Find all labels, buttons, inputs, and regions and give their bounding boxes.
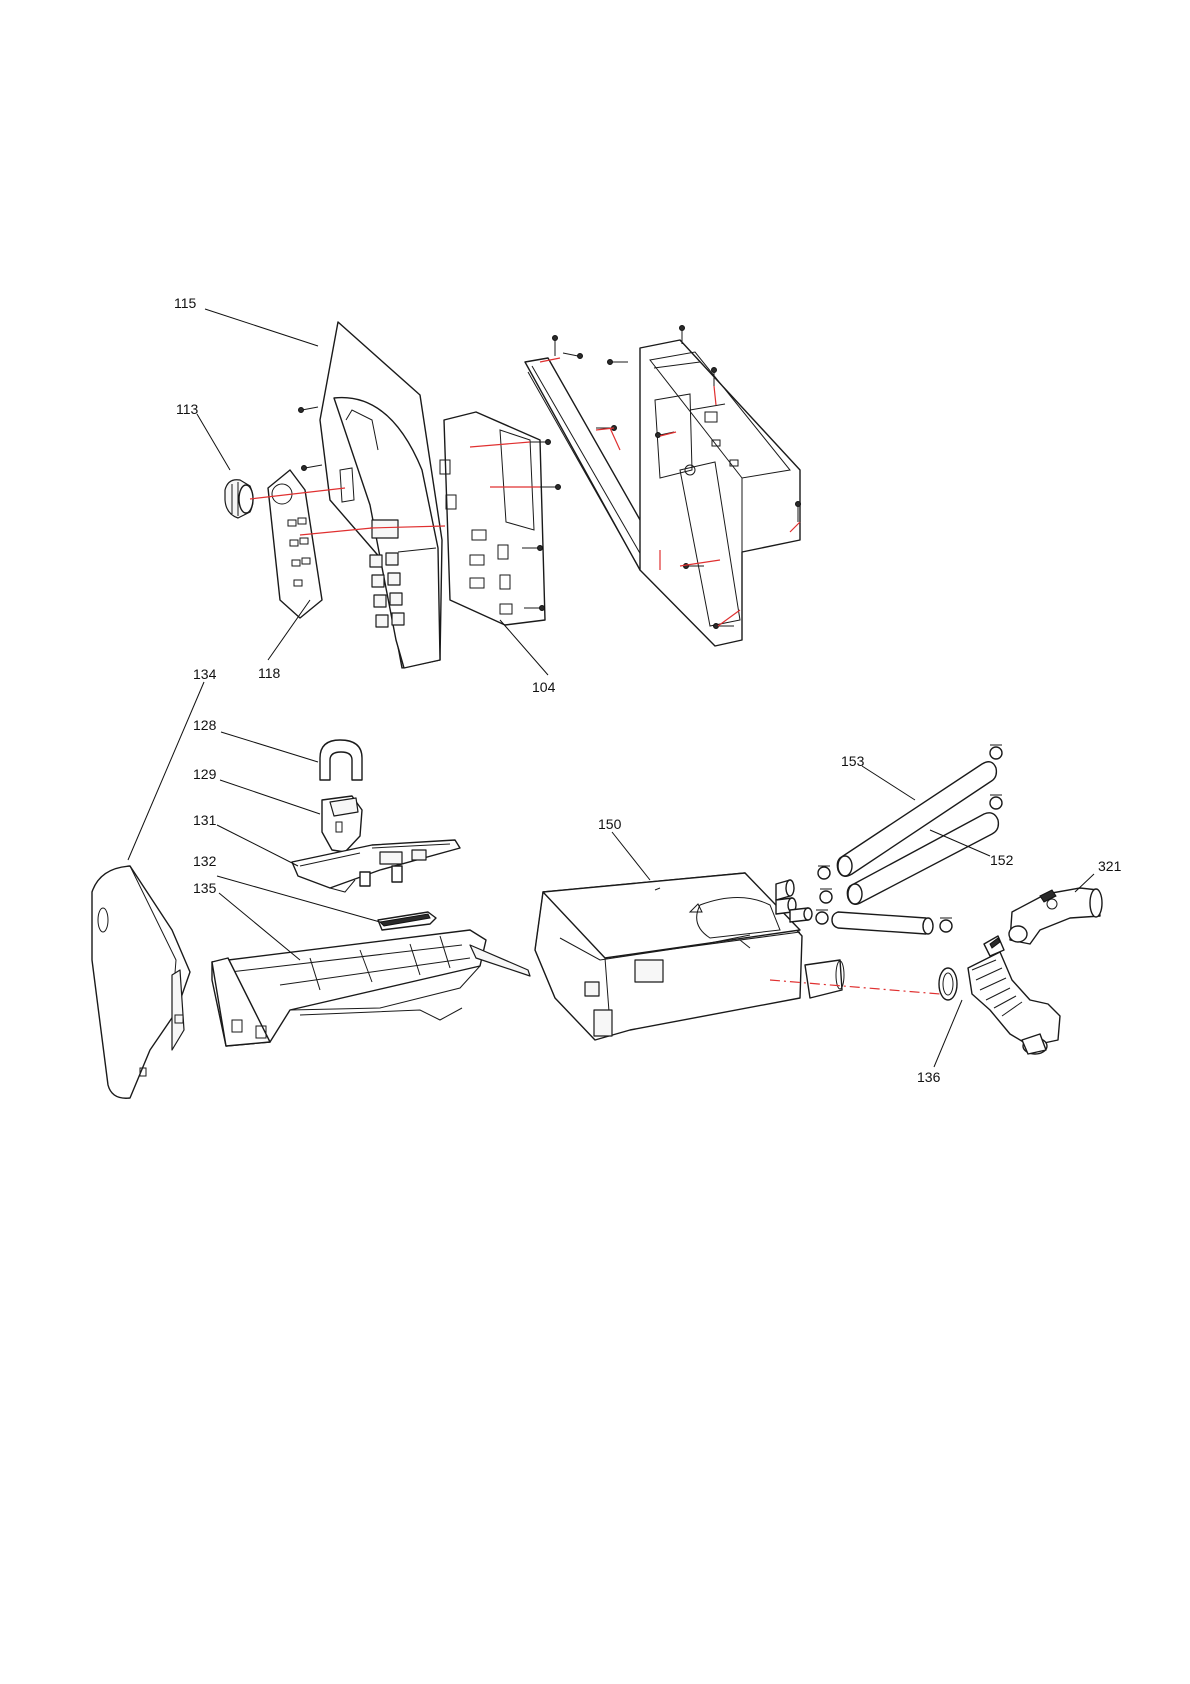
callout-104: 104 [532,679,556,695]
part-118-overlay [267,469,323,619]
part-132-lever [377,911,437,931]
screw-icon [530,439,551,445]
part-321-elbow [1008,887,1103,945]
part-134-drawer-front [91,865,191,1099]
screw-icon [795,501,801,522]
callout-113: 113 [176,401,199,417]
callout-135: 135 [193,880,217,896]
part-152-hose [846,812,1000,905]
part-115-control-panel [298,321,443,669]
screw-icon [679,325,685,344]
screw-icon [711,367,717,386]
callout-labels: 115 113 118 104 134 128 129 131 132 135 … [174,295,1122,1085]
part-150-dispenser-housing [534,872,845,1041]
callout-118: 118 [258,665,281,681]
screw-icon [522,545,543,551]
part-136-bellows-hose [938,935,1061,1055]
callout-136: 136 [917,1069,941,1085]
screw-icon [607,359,628,365]
callout-131: 131 [193,812,217,828]
hose-clamp-icon [819,888,833,904]
short-hose [831,911,934,935]
callout-153: 153 [841,753,865,769]
control-box-frame [607,325,801,647]
part-129-siphon-cap [321,795,363,853]
inlet-nozzle [775,879,813,923]
assembly-line-outlet [769,979,941,995]
callout-128: 128 [193,717,217,733]
callout-132: 132 [193,853,217,869]
leader-lines [127,308,1095,1068]
part-113-knob [224,479,254,519]
callout-115: 115 [174,295,197,311]
screw-icon [540,484,561,490]
assembly-lines-top [249,357,801,627]
screw-icon [301,464,323,471]
screw-icon [552,335,558,356]
part-135-detergent-drawer [211,929,531,1047]
hose-clamp-icon [989,744,1003,760]
part-131-siphon-insert [291,839,461,893]
screw-icon [298,406,319,413]
part-153-hose [836,761,998,877]
callout-152: 152 [990,852,1014,868]
callout-134: 134 [193,666,217,682]
hose-clamp-icon [817,865,831,880]
callout-129: 129 [193,766,217,782]
screw-icon [524,605,545,611]
screw-icon [713,623,734,629]
panel-button-grid [369,519,405,628]
callout-150: 150 [598,816,622,832]
part-104-pcb-module [439,411,561,626]
hose-clamp-icon [815,909,829,925]
screw-icon [562,352,583,359]
hose-clamp-icon [989,794,1003,810]
callout-321: 321 [1098,858,1122,874]
part-128-u-clip [319,739,363,781]
hose-clamp-icon [939,917,953,933]
